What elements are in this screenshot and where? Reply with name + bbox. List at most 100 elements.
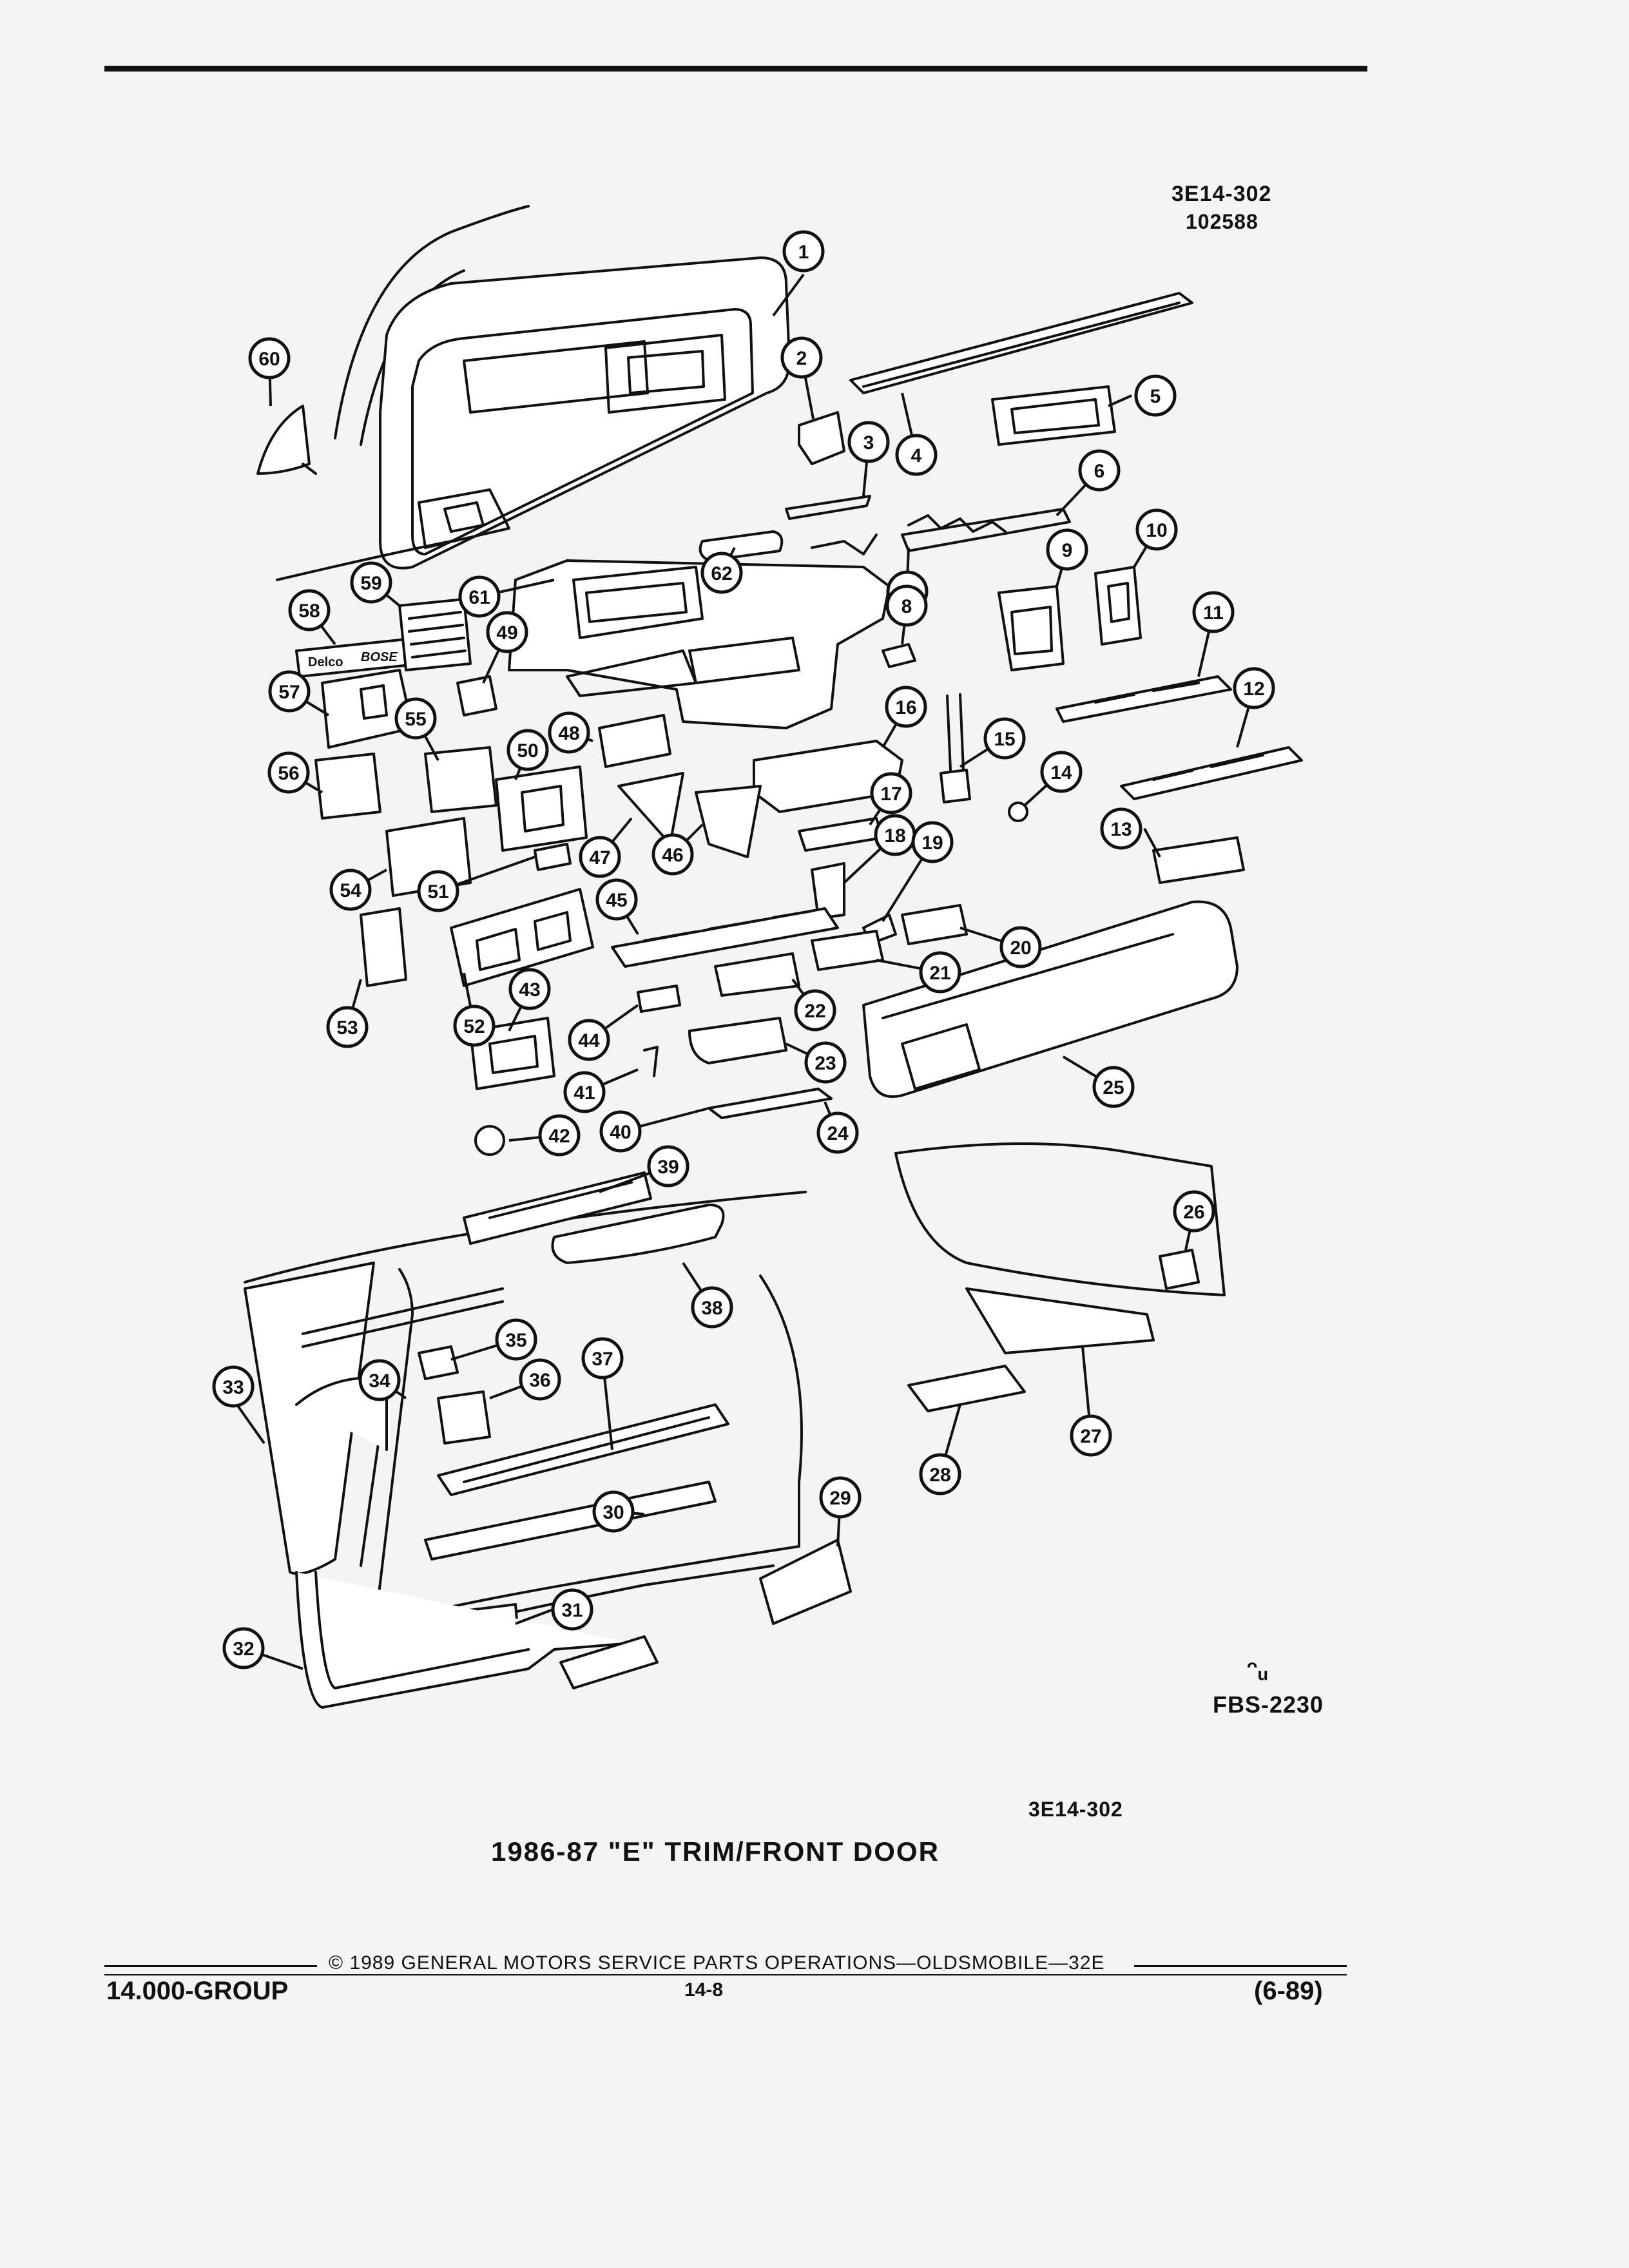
callout-circle [506,729,549,771]
callout-23: 23 [804,1041,847,1084]
footer-rule-right [1134,1965,1347,1967]
callout-48: 48 [548,711,590,754]
callout-number: 57 [278,682,300,703]
callout-circle [599,1110,642,1153]
document-code: 3E14-302 [1171,182,1272,206]
callout-20: 20 [999,926,1042,968]
callout-circle [1135,508,1178,551]
callout-number: 40 [610,1122,631,1143]
callout-35: 35 [495,1318,537,1361]
callout-61: 61 [458,575,501,618]
callout-34: 34 [358,1359,401,1401]
callout-18: 18 [874,814,916,856]
callout-circle [417,870,459,912]
fbs-logo-icon: ᵔᵤ [1247,1656,1269,1684]
callout-circle [568,1019,610,1061]
callout-33: 33 [212,1365,255,1408]
callout-58: 58 [288,589,331,631]
callout-number: 53 [336,1017,358,1039]
callout-circle [581,1337,624,1379]
callout-circle [870,772,912,814]
callout-circle [1173,1190,1215,1233]
callout-number: 17 [880,783,901,805]
callout-57: 57 [268,670,311,713]
callout-number: 38 [701,1298,722,1319]
callout-number: 28 [929,1465,950,1486]
badge-text-delco: Delco [308,655,343,669]
callout-circle [329,869,372,911]
callout-3: 3 [847,421,890,463]
callout-45: 45 [595,878,638,921]
callout-circle [1233,667,1275,709]
callout-number: 59 [360,573,381,594]
callout-number: 34 [369,1370,390,1392]
callout-11: 11 [1192,591,1235,633]
figure-title: 1986-87 "E" TRIM/FRONT DOOR [491,1836,940,1867]
callout-25: 25 [1092,1066,1135,1108]
callout-circle [1100,807,1142,850]
callout-24: 24 [816,1111,859,1154]
callout-circle [895,434,938,476]
callout-54: 54 [329,869,372,911]
callout-8: 8 [885,584,928,627]
callout-31: 31 [551,1588,593,1631]
callout-circle [816,1111,859,1154]
callout-12: 12 [1233,667,1275,709]
callout-number: 43 [519,979,540,1001]
callout-number: 32 [233,1639,254,1660]
callout-41: 41 [563,1071,606,1113]
callout-44: 44 [568,1019,610,1061]
callout-circle [551,1588,593,1631]
callout-59: 59 [350,561,392,604]
group-number: 14.000-GROUP [106,1977,289,2005]
callout-15: 15 [983,717,1026,760]
callout-number: 26 [1183,1202,1204,1223]
callout-circle [592,1490,635,1533]
callout-number: 5 [1150,386,1161,407]
callout-10: 10 [1135,508,1178,551]
callout-number: 42 [548,1126,570,1147]
callout-29: 29 [819,1476,862,1519]
callout-circle [691,1286,733,1329]
callout-circle [1134,374,1177,417]
callout-number: 29 [829,1488,851,1509]
callout-circle [495,1318,537,1361]
callout-number: 51 [427,881,448,903]
callout-circle [919,1453,961,1495]
callout-number: 44 [578,1030,600,1052]
callout-53: 53 [326,1006,369,1048]
callout-circle [1092,1066,1135,1108]
callout-circle [819,1476,862,1519]
callout-circle [538,1114,581,1157]
callout-number: 3 [863,432,874,454]
footer-rule-left [104,1965,317,1967]
callout-number: 61 [468,587,490,608]
callout-9: 9 [1046,528,1088,571]
callout-circle [1040,751,1083,793]
callout-circle [268,670,311,713]
callout-number: 52 [463,1016,485,1037]
callout-number: 55 [405,709,426,730]
callout-51: 51 [417,870,459,912]
callout-circle [847,421,890,463]
callout-number: 8 [901,596,912,617]
callout-circle [579,836,621,878]
callout-circle [267,751,310,794]
callout-circle [780,336,823,379]
callout-circle [983,717,1026,760]
callout-circle [782,230,825,273]
callout-circle [595,878,638,921]
callout-circle [350,561,392,604]
callout-circle [519,1358,561,1401]
callout-2: 2 [780,336,823,379]
callout-50: 50 [506,729,549,771]
callout-number: 41 [574,1082,595,1104]
callout-number: 62 [711,563,732,584]
callout-number: 45 [606,890,627,911]
callout-37: 37 [581,1337,624,1379]
callout-16: 16 [885,686,927,728]
callout-6: 6 [1078,449,1121,492]
callout-number: 4 [911,445,922,466]
callout-number: 18 [884,825,905,847]
callout-circle [919,951,961,994]
